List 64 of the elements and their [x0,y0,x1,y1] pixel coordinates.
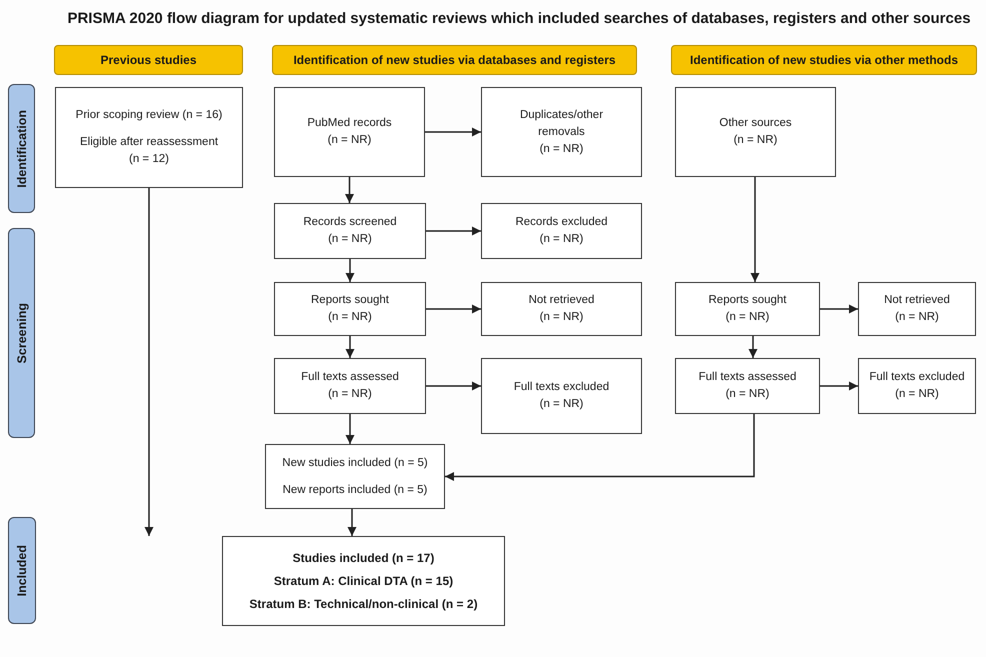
process-box [274,87,425,177]
result-text: Studies included (n = 17) [292,550,434,566]
process-box [675,87,836,177]
phase-label: Screening [14,302,28,364]
step-text: Eligible after reassessment (n = 12) [80,135,218,167]
arrow [348,509,356,536]
process-box [481,282,642,336]
step-text: Records excluded (n = NR) [515,215,608,247]
process-box [675,358,820,414]
arrow [820,382,858,390]
step-text: Full texts assessed (n = NR) [698,370,796,402]
step-text: Other sources (n = NR) [719,116,792,148]
process-box [274,358,426,414]
step-text: Prior scoping review (n = 16) [76,108,222,123]
arrow [346,336,354,358]
section-header [54,45,243,75]
step-text: Reports sought (n = NR) [708,293,786,325]
step-text: Full texts assessed (n = NR) [301,370,399,402]
process-box [481,358,642,434]
arrow [426,382,481,390]
section-title: Identification of new studies via databases and registers [293,53,616,67]
arrow [820,304,858,314]
process-box [481,87,642,177]
step-text: PubMed records (n = NR) [307,116,392,148]
arrow [346,414,354,444]
arrow [426,304,481,314]
process-box [55,87,243,188]
section-header [272,45,637,75]
arrow [748,336,758,358]
section-title: Previous studies [100,53,197,67]
process-box [858,282,976,336]
step-text: New studies included (n = 5) [282,456,428,470]
result-text: Stratum A: Clinical DTA (n = 15) [274,572,454,590]
arrow [750,177,760,282]
step-text: Full texts excluded (n = NR) [514,380,610,412]
result-text: Stratum B: Technical/non-clinical (n = 2) [249,596,478,612]
phase-label: Identification [14,110,28,188]
arrow [425,128,481,136]
step-text: New reports included (n = 5) [282,482,428,498]
phase-band [8,517,36,624]
section-title: Identification of new studies via other methods [690,53,958,67]
process-box [274,282,426,336]
arrow [345,177,354,203]
arrow [445,414,755,481]
process-box [858,358,976,414]
step-text: Not retrieved (n = NR) [884,293,950,325]
arrow [346,259,354,282]
step-text: Reports sought (n = NR) [311,293,389,325]
process-box [274,203,426,259]
diagram-title: PRISMA 2020 flow diagram for updated systematic reviews which included searches of databases, registers and other sources [67,10,971,27]
step-text: Not retrieved (n = NR) [528,293,594,325]
section-header [671,45,977,75]
step-text: Full texts excluded (n = NR) [869,370,965,402]
process-box [265,444,445,509]
process-box [481,203,642,259]
arrow [426,226,481,236]
arrow [144,188,154,536]
process-box [675,282,820,336]
result-box [222,536,505,626]
step-text: Records screened (n = NR) [303,215,397,247]
phase-band [8,84,35,213]
step-text: Duplicates/other removals (n = NR) [520,108,604,156]
phase-band [8,228,35,438]
phase-label: Included [15,544,29,596]
